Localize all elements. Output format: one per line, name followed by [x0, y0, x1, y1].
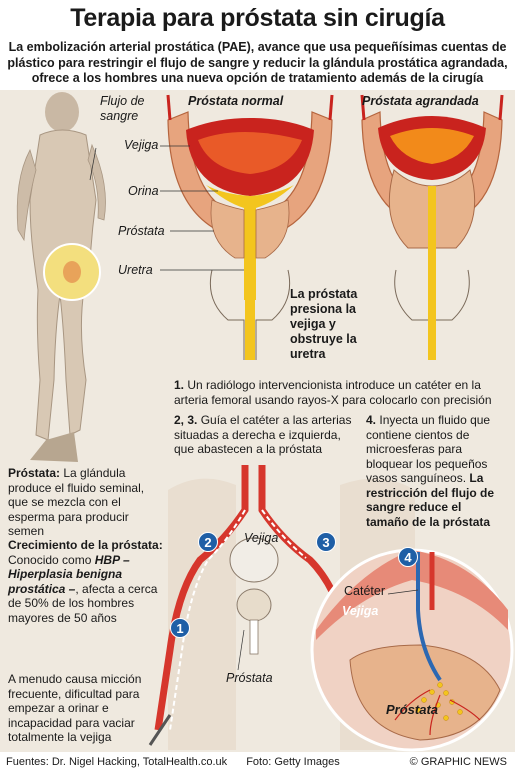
badge-step-2: 2 [198, 532, 218, 552]
page-title: Terapia para próstata sin cirugía [70, 4, 445, 32]
anatomy-illustration [16, 92, 514, 752]
step-1-text: 1. Un radiólogo intervencionista introdu… [174, 378, 496, 407]
compression-note: La próstata presiona la vejiga y obstruy… [290, 287, 358, 361]
step-23-text: 2, 3. Guía el catéter a las arterias sit… [174, 413, 354, 457]
step-4-body: Inyecta un fluido que contiene cientos d… [366, 413, 491, 485]
step-23-number: 2, 3. [174, 413, 198, 427]
step-4-conclusion: La restricción del flujo de sangre reduc… [366, 471, 495, 529]
badge-step-1: 1 [170, 618, 190, 638]
label-prostate: Próstata [118, 224, 165, 238]
sidebar-growth-heading: Crecimiento de la próstata: [8, 538, 163, 552]
label-blood-flow: Flujo de sangre [100, 94, 145, 123]
statue-figure [16, 92, 106, 462]
step-23-body: Guía el catéter a las arterias situadas … [174, 413, 352, 456]
label-urethra: Uretra [118, 263, 153, 277]
sidebar-prostate-term: Próstata: [8, 466, 61, 480]
diagram-label-zoom-bladder: Vejiga [342, 604, 379, 618]
step-4-text: 4. Inyecta un fluido que contiene ciento… [366, 413, 504, 529]
step-4-number: 4. [366, 413, 377, 427]
page-subtitle: La embolización arterial prostática (PAE… [7, 40, 508, 85]
heading-enlarged-prostate: Próstata agrandada [362, 94, 479, 108]
label-leader-lines [89, 145, 244, 271]
zoom-detail [310, 548, 514, 752]
step-1-body: Un radiólogo intervencionista introduce … [174, 378, 492, 407]
step-1-number: 1. [174, 378, 185, 392]
enlarged-prostate-diagram [360, 94, 504, 360]
sidebar-prostate-def: La glándula produce el fluido seminal, q… [8, 466, 145, 538]
footer-brand: © GRAPHIC NEWS [409, 756, 507, 768]
label-bladder: Vejiga [124, 138, 159, 152]
diagram-label-catheter: Catéter [344, 584, 385, 598]
diagram-label-bladder: Vejiga [244, 531, 279, 545]
diagram-label-zoom-prostate: Próstata [386, 702, 439, 717]
label-urine: Orina [128, 184, 159, 198]
sidebar-growth-known: Conocido como [8, 552, 92, 567]
sidebar-growth-bph: HBP – Hiperplasia benigna prostática – [8, 552, 130, 596]
footer-photo-credit: Foto: Getty Images [246, 756, 340, 768]
heading-normal-prostate: Próstata normal [188, 94, 284, 108]
sidebar-growth: Crecimiento de la próstata: Conocido com… [8, 538, 164, 625]
sidebar-prostate-definition: Próstata: La glándula produce el fluido … [8, 466, 164, 539]
badge-step-4: 4 [398, 547, 418, 567]
normal-prostate-diagram [166, 94, 334, 360]
footer-sources: Fuentes: Dr. Nigel Hacking, TotalHealth.… [6, 756, 340, 768]
badge-step-3: 3 [316, 532, 336, 552]
sidebar-growth-rest: , afecta a cerca de 50% de los hombres m… [8, 581, 158, 625]
diagram-label-prostate: Próstata [226, 671, 273, 685]
footer-sources-text: Fuentes: Dr. Nigel Hacking, TotalHealth.… [6, 756, 228, 768]
sidebar-symptoms: A menudo causa micción frecuente, dificu… [8, 672, 142, 744]
